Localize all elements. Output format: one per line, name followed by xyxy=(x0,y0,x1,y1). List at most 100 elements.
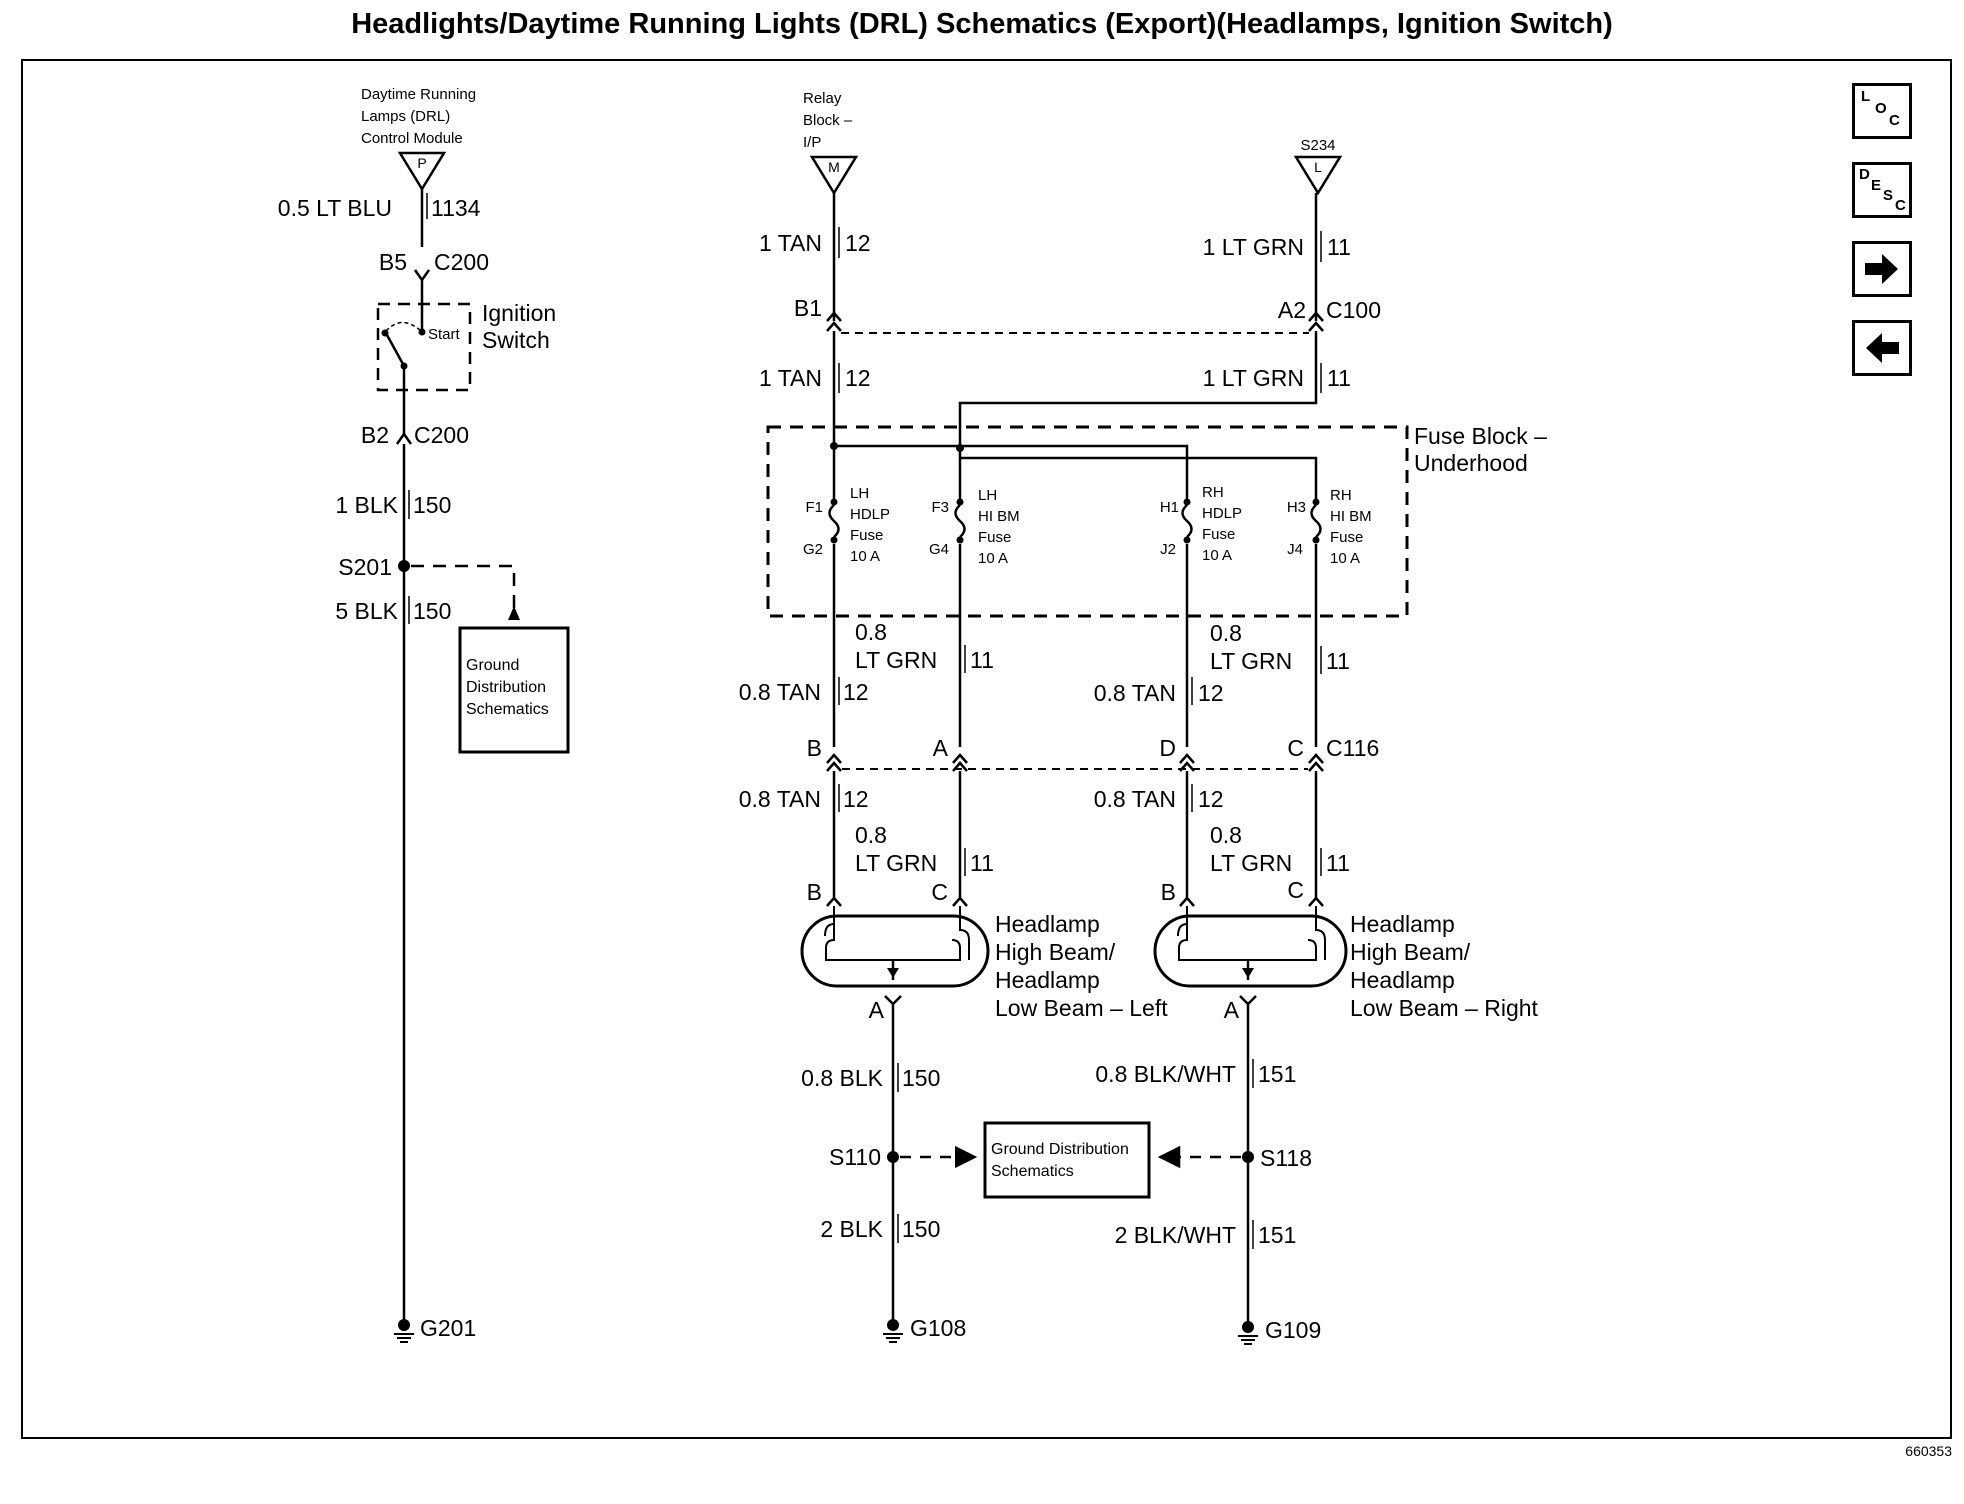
desc-letter-c: C xyxy=(1895,197,1906,214)
wire-gnd-l1-circuit: 150 xyxy=(902,1065,940,1091)
headlamp-right-line4: Low Beam – Right xyxy=(1350,995,1539,1021)
arrow-right-icon xyxy=(1865,254,1898,284)
wire-gnd-r2-circuit: 151 xyxy=(1258,1222,1296,1248)
fuse-in-pin xyxy=(1312,498,1320,506)
figure-id: 660353 xyxy=(1905,1443,1952,1459)
fuse-out-pin-label: J4 xyxy=(1287,541,1303,558)
headlamp-pin-a-mark xyxy=(884,995,902,1006)
fuse-element xyxy=(1181,504,1193,538)
wire-lgrn-d-l2: LT GRN xyxy=(1210,850,1292,876)
page-title: Headlights/Daytime Running Lights (DRL) … xyxy=(351,8,1613,40)
description-button[interactable]: D E S C xyxy=(1852,162,1912,218)
next-page-button[interactable] xyxy=(1852,241,1912,297)
fuse-out-pin xyxy=(830,536,838,544)
wire-gnd-r1-circuit: 151 xyxy=(1258,1061,1296,1087)
fuse-out-pin xyxy=(1312,536,1320,544)
relay-source-line3: I/P xyxy=(803,134,821,151)
ground-g109-label: G109 xyxy=(1265,1317,1321,1343)
connector-mark xyxy=(1308,753,1324,772)
wire-gnd-r2-gauge: 2 BLK/WHT xyxy=(1115,1222,1236,1248)
wire-lgrn-c-l2: LT GRN xyxy=(855,850,937,876)
splice-s110-label: S110 xyxy=(829,1144,881,1170)
c100-pin-b1: B1 xyxy=(794,295,822,321)
ltgrn-bus xyxy=(958,448,1318,499)
fuse-label-3: Fuse xyxy=(1202,526,1235,543)
headlamp-right-line3: Headlamp xyxy=(1350,967,1455,993)
fuse-rating: 10 A xyxy=(1202,547,1232,564)
filament-hook xyxy=(1315,906,1326,960)
wire-tan-c-circuit: 12 xyxy=(843,786,869,812)
previous-page-button[interactable] xyxy=(1852,320,1912,376)
wire-gnd-l2-circuit: 150 xyxy=(902,1216,940,1242)
ignition-title-1: Ignition xyxy=(482,300,556,326)
headlamp-left-line4: Low Beam – Left xyxy=(995,995,1168,1021)
fuse-out-pin-label: G4 xyxy=(929,541,949,558)
wire-relay-top-gauge: 1 TAN xyxy=(759,230,822,256)
fuse-rating: 10 A xyxy=(1330,550,1360,567)
wire-s234-top-circuit: 11 xyxy=(1327,234,1351,260)
c116-pin-c: C xyxy=(1287,735,1304,761)
wire-lgrn-b-l1: 0.8 xyxy=(1210,620,1242,646)
ground-terminal xyxy=(1242,1321,1254,1333)
fuse-rating: 10 A xyxy=(850,548,880,565)
fuse-rh-hdlp: H1 J2 RH HDLP Fuse 10 A xyxy=(1160,484,1242,564)
fuse-in-pin-label: F1 xyxy=(805,499,823,516)
ground-ref-box-bottom[interactable]: Ground Distribution Schematics xyxy=(983,1121,1151,1199)
fuse-label-3: Fuse xyxy=(978,529,1011,546)
s234-source: S234 L xyxy=(1293,137,1343,196)
wire-relay-top-circuit: 12 xyxy=(845,230,871,256)
fuse-label-2: HDLP xyxy=(1202,505,1242,522)
location-button[interactable]: L O C xyxy=(1852,83,1912,139)
wire-lgrn-c-circuit: 11 xyxy=(970,850,994,876)
wire-drl-gauge: 0.5 LT BLU xyxy=(278,195,392,221)
connector-mark xyxy=(826,753,842,772)
fuse-lh-hi-bm: F3 G4 LH HI BM Fuse 10 A xyxy=(929,487,1020,567)
wire-lgrn-d-l1: 0.8 xyxy=(1210,822,1242,848)
connector-mark xyxy=(413,269,431,283)
ground-g108: G108 xyxy=(883,1315,966,1343)
ground-ref-box-bottom-frame xyxy=(983,1121,1151,1199)
wire-lgrn-a-l1: 0.8 xyxy=(855,619,887,645)
headlamp-left: B C A Headlamp High Beam/ Headlamp Low B… xyxy=(800,879,1168,1023)
wire-ign-out-circuit: 150 xyxy=(413,492,451,518)
fuse-block-box xyxy=(766,425,1409,618)
wire-relay-mid-circuit: 12 xyxy=(845,365,871,391)
relay-source-line2: Block – xyxy=(803,112,853,129)
wire-lgrn-c-l1: 0.8 xyxy=(855,822,887,848)
ground-ref-arrow-icon xyxy=(508,606,520,620)
fuse-label-2: HI BM xyxy=(978,508,1020,525)
headlamp-bulb-outline xyxy=(1153,914,1348,988)
desc-letter-d: D xyxy=(1859,166,1870,183)
wire-s234-top-gauge: 1 LT GRN xyxy=(1203,234,1304,260)
c116-pin-b: B xyxy=(807,735,822,761)
headlamp-arrow-icon xyxy=(887,968,899,978)
wire-s234-mid-circuit: 11 xyxy=(1327,365,1351,391)
ground-g108-label: G108 xyxy=(910,1315,966,1341)
fuse-in-pin-label: F3 xyxy=(931,499,949,516)
fuse-label-1: RH xyxy=(1330,487,1352,504)
wire-gnd-l1-gauge: 0.8 BLK xyxy=(801,1065,883,1091)
loc-letter-o: O xyxy=(1875,100,1887,117)
ground-ref-box-top[interactable]: Ground Distribution Schematics xyxy=(458,626,570,754)
ground-ref-box-top-frame xyxy=(458,626,570,754)
lamp-right-pin-a: A xyxy=(1224,997,1240,1023)
splice-dot xyxy=(398,560,410,572)
headlamp-right-line1: Headlamp xyxy=(1350,911,1455,937)
relay-pin-triangle xyxy=(809,155,859,196)
headlamp-left-line2: High Beam/ xyxy=(995,939,1116,965)
c200-bot-name: C200 xyxy=(414,422,469,448)
ground-g109: G109 xyxy=(1238,1317,1321,1345)
ground-g201: G201 xyxy=(394,1315,476,1343)
fuse-out-pin-label: J2 xyxy=(1160,541,1176,558)
ground-ref-top-line3: Schematics xyxy=(466,701,549,718)
relay-source: Relay Block – I/P M xyxy=(803,90,859,196)
wire-tan-b-circuit: 12 xyxy=(1198,680,1224,706)
ground-ref-bottom-line1: Ground Distribution xyxy=(991,1141,1129,1158)
c100-name: C100 xyxy=(1326,297,1381,323)
splice-s201: S201 xyxy=(338,554,520,620)
relay-source-line1: Relay xyxy=(803,90,842,107)
ignition-switch-box xyxy=(376,302,472,392)
fuse-element xyxy=(1310,504,1322,538)
s234-pin-triangle xyxy=(1293,155,1343,196)
tan-bus xyxy=(834,444,1189,499)
